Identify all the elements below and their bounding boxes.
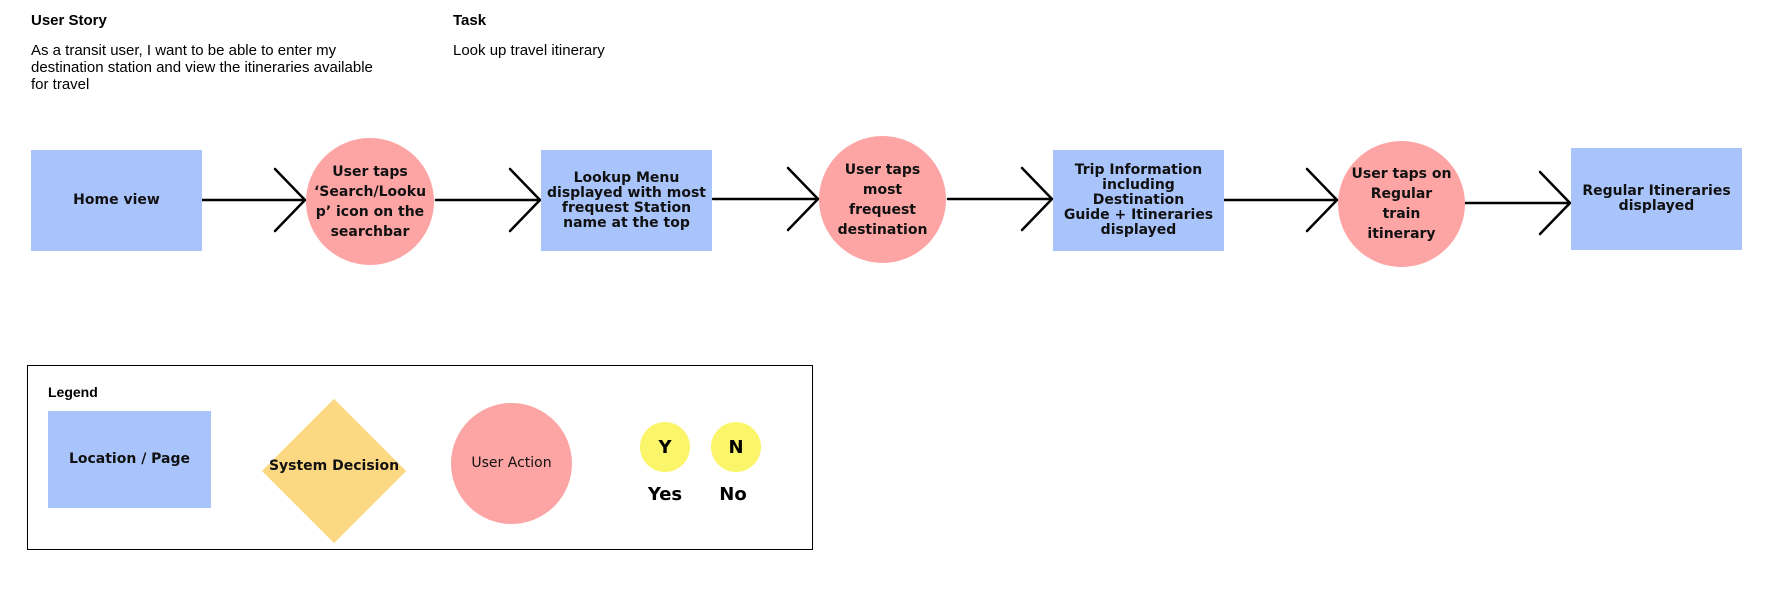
user-story-text: As a transit user, I want to be able to … [31, 42, 411, 93]
task-title: Task [453, 12, 487, 29]
flow-step-tap-destination: User taps most frequest destination [819, 136, 946, 263]
legend-user-action-label: User Action [471, 455, 552, 471]
legend-no-circle: N [711, 422, 761, 472]
flow-step-tap-search-icon: User taps ‘Search/Looku p’ icon on the s… [306, 138, 434, 265]
flow-step-home-view: Home view [31, 150, 202, 251]
flow-step-label: Home view [73, 192, 160, 208]
flow-step-regular-itineraries: Regular Itineraries displayed [1571, 148, 1742, 250]
flow-step-lookup-menu: Lookup Menu displayed with most frequest… [541, 150, 712, 251]
flow-step-tap-regular-itinerary: User taps on Regular train itinerary [1338, 141, 1465, 267]
connector-arrow [1220, 167, 1339, 233]
legend-yes-circle: Y [640, 422, 690, 472]
flow-step-label: User taps most frequest destination [837, 161, 928, 238]
flow-step-label: Lookup Menu displayed with most frequest… [547, 169, 707, 231]
user-story-line: destination station and view the itinera… [31, 59, 373, 76]
legend-location-label: Location / Page [68, 451, 191, 467]
flow-step-label: Trip Information including Destination G… [1063, 162, 1214, 238]
user-story-line: As a transit user, I want to be able to … [31, 42, 337, 59]
connector-arrow [946, 166, 1054, 232]
legend-no-label: No [719, 484, 747, 505]
user-story-title: User Story [31, 12, 107, 29]
connector-arrow [1463, 170, 1572, 236]
flow-step-trip-information: Trip Information including Destination G… [1053, 150, 1224, 251]
flow-step-label: User taps ‘Search/Looku p’ icon on the s… [313, 163, 427, 240]
connector-arrow [434, 167, 542, 233]
legend-yes-label: Yes [647, 484, 683, 505]
legend-location-page: Location / Page [48, 411, 211, 508]
legend-panel [27, 365, 813, 550]
connector-arrow [711, 166, 820, 232]
legend-title: Legend [48, 384, 98, 400]
task-text: Look up travel itinerary [453, 42, 605, 59]
user-story-line: for travel [31, 76, 90, 93]
legend-system-decision-label: System Decision [268, 457, 400, 474]
connector-arrow [200, 167, 307, 233]
legend-user-action: User Action [451, 403, 572, 524]
flow-step-label: User taps on Regular train itinerary [1351, 166, 1452, 242]
flow-step-label: Regular Itineraries displayed [1582, 183, 1731, 214]
